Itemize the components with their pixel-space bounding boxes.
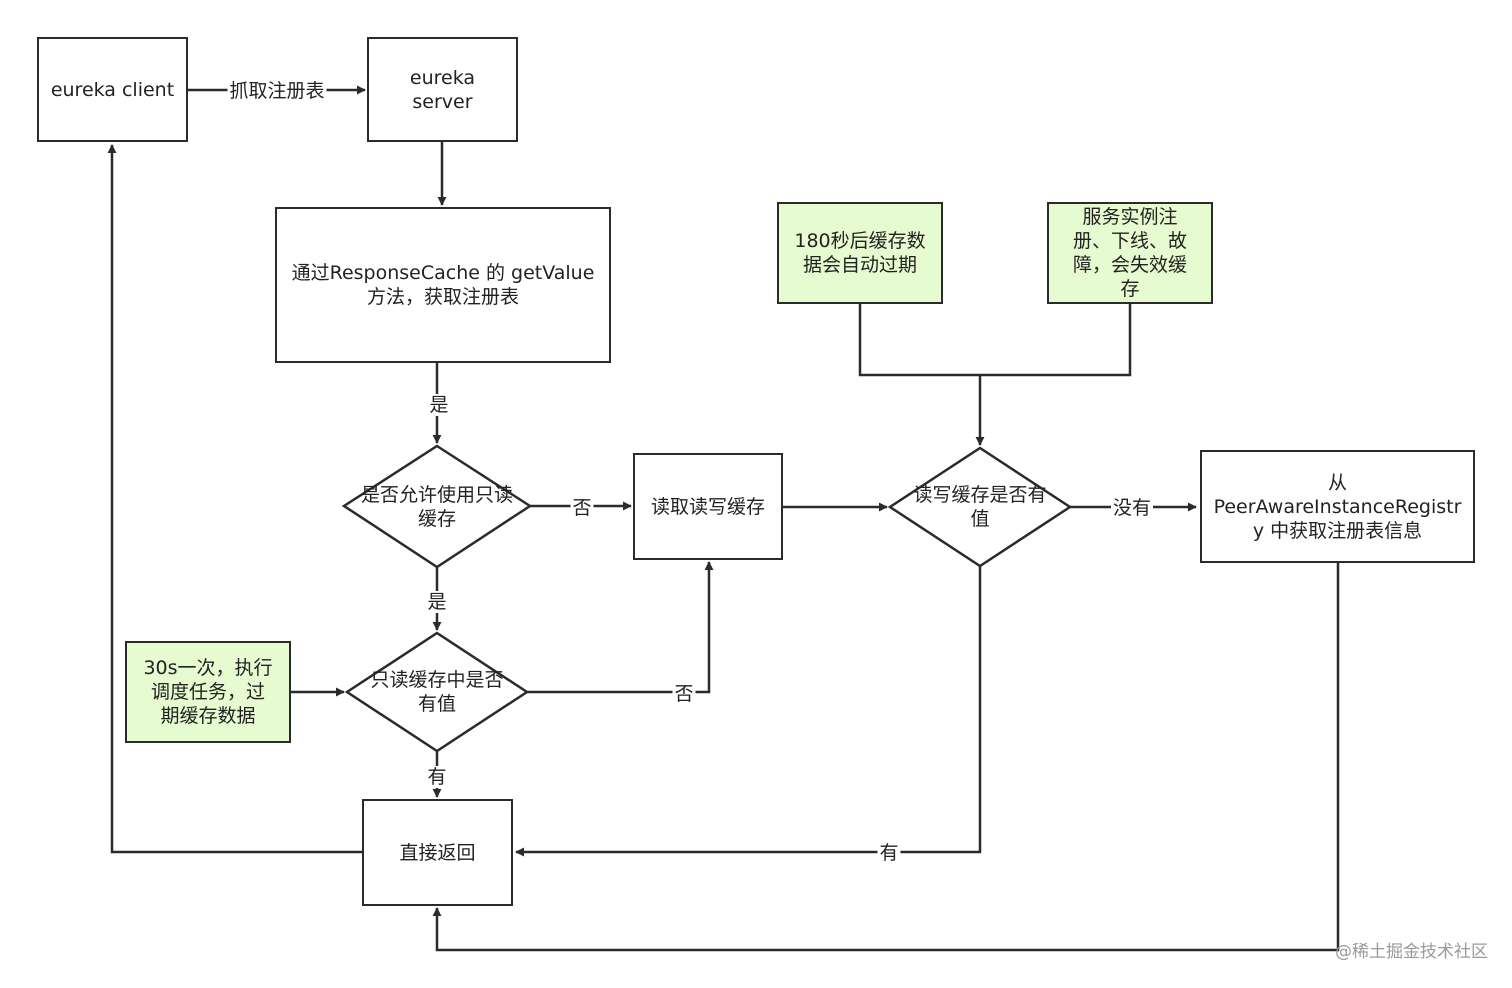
note-180s-box: 180秒后缓存数 据会自动过期 (777, 202, 943, 304)
note-service-box: 服务实例注 册、下线、故 障，会失效缓 存 (1047, 202, 1213, 304)
note-service-label: 服务实例注 册、下线、故 障，会失效缓 存 (1072, 206, 1187, 300)
allow-readonly-text: 是否允许使用只读 缓存 (344, 446, 530, 567)
readonly-has-value-label: 只读缓存中是否 有值 (370, 669, 504, 715)
watermark: @稀土掘金技术社区 (1335, 942, 1488, 962)
get-value-box: 通过ResponseCache 的 getValue 方法，获取注册表 (275, 207, 611, 363)
note-180s-label: 180秒后缓存数 据会自动过期 (794, 230, 926, 276)
edge-label-yes-2: 是 (425, 591, 449, 613)
rw-has-value-label: 读写缓存是否有 值 (913, 484, 1047, 530)
edge-label-has-1: 有 (425, 766, 449, 788)
eureka-server-box: eureka server (367, 37, 518, 142)
registry-label: 从 PeerAwareInstanceRegistr y 中获取注册表信息 (1213, 471, 1462, 542)
edge-label-fetch-registry: 抓取注册表 (227, 80, 327, 102)
edge-label-no-2: 否 (672, 683, 696, 705)
note-30s-label: 30s一次，执行 调度任务，过 期缓存数据 (143, 657, 273, 727)
allow-readonly-label: 是否允许使用只读 缓存 (360, 483, 513, 530)
eureka-client-box: eureka client (37, 37, 188, 142)
return-direct-box: 直接返回 (362, 799, 513, 906)
read-rw-cache-box: 读取读写缓存 (633, 453, 783, 560)
get-value-label: 通过ResponseCache 的 getValue 方法，获取注册表 (291, 262, 595, 308)
edge-label-no-1: 否 (570, 497, 594, 519)
registry-box: 从 PeerAwareInstanceRegistr y 中获取注册表信息 (1200, 450, 1475, 563)
read-rw-cache-label: 读取读写缓存 (650, 495, 765, 518)
edge-label-none: 没有 (1110, 497, 1154, 519)
rw-has-value-text: 读写缓存是否有 值 (890, 448, 1070, 566)
return-direct-label: 直接返回 (399, 841, 476, 864)
eureka-client-label: eureka client (50, 78, 175, 101)
edge-label-yes-1: 是 (427, 394, 451, 416)
edge-label-has-2: 有 (877, 842, 901, 864)
note-30s-box: 30s一次，执行 调度任务，过 期缓存数据 (125, 641, 291, 743)
readonly-has-value-text: 只读缓存中是否 有值 (347, 633, 527, 751)
eureka-server-label: eureka server (409, 66, 476, 113)
